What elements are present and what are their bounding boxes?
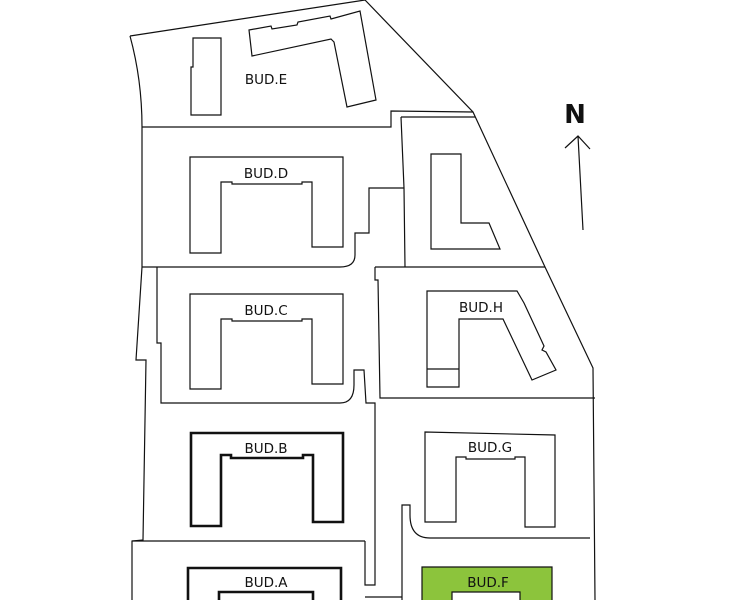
building-c-outline[interactable]: [189, 293, 344, 390]
building-f-courtyard: [451, 591, 521, 600]
building-h[interactable]: BUD.H: [426, 290, 557, 388]
parcel-h-boundary: [374, 266, 595, 399]
building-b[interactable]: BUD.B: [189, 431, 345, 528]
building-f[interactable]: BUD.F: [421, 566, 553, 600]
building-d[interactable]: BUD.D: [189, 156, 344, 254]
north-label: N: [564, 100, 586, 130]
building-label-h[interactable]: BUD.H: [459, 300, 503, 316]
parcel-l-boundary: [142, 116, 475, 268]
building-label-d[interactable]: BUD.D: [244, 166, 288, 182]
building-label-b[interactable]: BUD.B: [244, 441, 287, 457]
building-d-outline[interactable]: [189, 156, 344, 254]
building-g[interactable]: BUD.G: [424, 431, 556, 528]
parcel-e-bottom: [142, 110, 474, 128]
parcel-boundaries: [129, 0, 596, 600]
building-e-west-block[interactable]: [190, 37, 222, 116]
building-e[interactable]: BUD.E: [190, 10, 377, 116]
building-label-a[interactable]: BUD.A: [244, 575, 288, 591]
parcel-g-boundary: [401, 504, 590, 600]
building-a[interactable]: BUD.A: [186, 566, 343, 600]
building-label-c[interactable]: BUD.C: [244, 303, 287, 319]
parcel-c-boundary: [156, 267, 376, 586]
building-g-outline[interactable]: [424, 431, 556, 528]
building-label-g[interactable]: BUD.G: [468, 440, 512, 456]
building-label-f[interactable]: BUD.F: [467, 575, 509, 591]
building-h-outline[interactable]: [426, 290, 557, 388]
north-arrow-icon: [564, 135, 591, 231]
building-c[interactable]: BUD.C: [189, 293, 344, 390]
building-e-l-block[interactable]: [248, 10, 377, 108]
building-label-e[interactable]: BUD.E: [245, 72, 287, 88]
building-b-outline[interactable]: [189, 431, 345, 528]
building-a-courtyard: [217, 590, 315, 600]
north-arrow: N: [564, 100, 591, 231]
building-unlabeled-l[interactable]: [430, 153, 501, 250]
